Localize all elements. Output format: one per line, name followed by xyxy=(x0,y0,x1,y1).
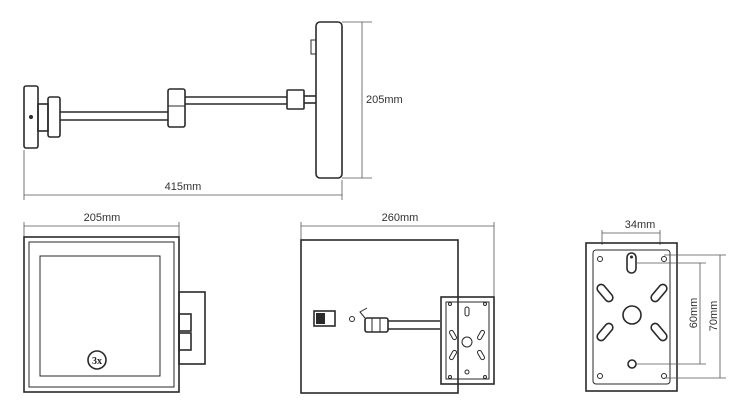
detail-screw-bl xyxy=(597,373,603,379)
rear-bracket-knob-2 xyxy=(178,332,192,351)
plate-hole-bottom xyxy=(464,369,470,375)
plate-slot-left-1 xyxy=(449,329,457,341)
arm-connector xyxy=(364,317,389,333)
hinge-knuckle-1 xyxy=(47,96,61,138)
rear-bracket xyxy=(178,291,206,365)
mirror-light-ring xyxy=(28,241,175,388)
side-view: 205mm 415mm xyxy=(23,21,403,200)
detail-hole-bottom xyxy=(627,359,637,369)
mirror-glass xyxy=(39,255,161,377)
plate-center-hole xyxy=(461,336,473,348)
label-mirror-width: 205mm xyxy=(84,212,121,224)
detail-screw-tr xyxy=(661,256,667,262)
magnification-badge xyxy=(87,350,107,370)
mount-dot xyxy=(29,115,33,119)
label-total-length: 415mm xyxy=(165,181,202,193)
plate-screw-br xyxy=(483,375,487,379)
label-hole-spacing-60: 60mm xyxy=(688,298,700,329)
mirror-back-panel xyxy=(300,239,459,394)
detail-slot-tl xyxy=(596,283,614,303)
plate-slot-right-2 xyxy=(477,349,485,361)
rear-bracket-knob-1 xyxy=(178,313,192,332)
detail-screw-br xyxy=(661,373,667,379)
label-plate-width: 34mm xyxy=(625,219,656,231)
mirror-frame xyxy=(23,236,180,393)
detail-slot-tr xyxy=(650,283,668,303)
wall-plate-detail-inner xyxy=(592,249,671,385)
front-view: 205mm 3x xyxy=(23,212,206,393)
label-mirror-height: 205mm xyxy=(366,94,403,106)
label-wall-depth: 260mm xyxy=(382,212,419,224)
mirror-profile xyxy=(315,21,343,179)
power-switch xyxy=(313,310,336,327)
detail-center-hole xyxy=(622,305,642,325)
detail-slot-bl xyxy=(596,322,614,342)
detail-screw-tl xyxy=(597,256,603,262)
plate-screw-bl xyxy=(448,375,452,379)
plate-slot-left-2 xyxy=(449,349,457,361)
detail-slot-br xyxy=(650,322,668,342)
magnification-label: 3x xyxy=(92,356,102,367)
wall-view: 260mm xyxy=(300,212,495,394)
detail-slot-dot xyxy=(630,255,633,259)
mirror-switch xyxy=(310,39,317,55)
plate-screw-tr xyxy=(483,302,487,306)
switch-rocker xyxy=(316,313,325,324)
indicator-led xyxy=(349,316,355,322)
wall-plate-detail xyxy=(585,242,678,392)
plate-screw-tl xyxy=(448,302,452,306)
label-hole-spacing-70: 70mm xyxy=(708,301,720,332)
joint-block xyxy=(37,103,49,132)
plate-slot-right-1 xyxy=(477,329,485,341)
elbow-joint xyxy=(167,88,186,128)
plate-detail: 34mm 60mm 70mm xyxy=(585,219,726,392)
wall-plate-inner xyxy=(445,301,490,380)
wall-plate-front xyxy=(440,296,495,385)
second-joint xyxy=(286,89,305,110)
plate-slot-top xyxy=(464,306,470,317)
cable-hook xyxy=(359,307,368,319)
